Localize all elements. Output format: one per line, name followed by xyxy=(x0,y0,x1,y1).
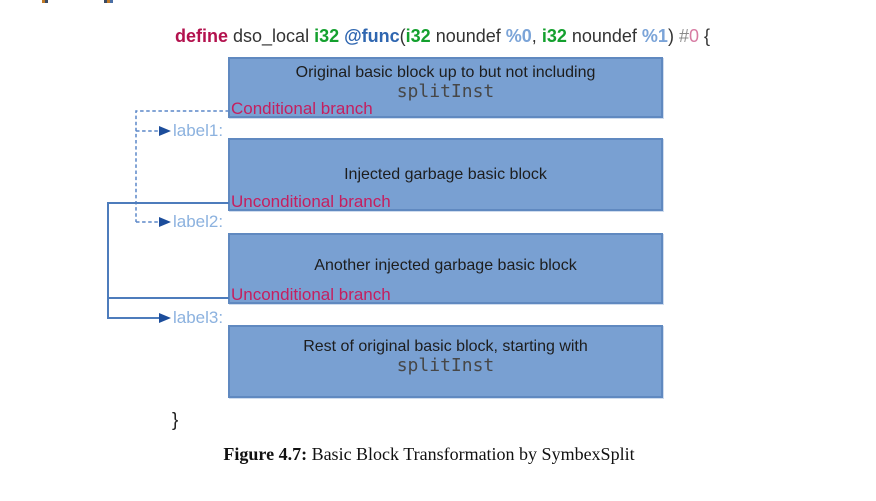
code-token: dso_local xyxy=(228,26,315,46)
code-token: { xyxy=(698,26,710,46)
code-token: 0 xyxy=(688,26,699,46)
jump-label-label3: label3: xyxy=(173,308,224,327)
caption-text: Basic Block Transformation by SymbexSpli… xyxy=(307,444,635,464)
code-token: @func xyxy=(344,26,400,46)
cropped-text-artifact xyxy=(42,0,48,3)
llvm-ir-define-line: define dso_local i32 @func(i32 noundef %… xyxy=(175,26,710,47)
code-token: %0 xyxy=(505,26,532,46)
code-token: define xyxy=(175,26,229,46)
code-token: noundef xyxy=(430,26,506,46)
block-text: Original basic block up to but not inclu… xyxy=(295,64,596,81)
block-text: Injected garbage basic block xyxy=(344,165,547,183)
closing-brace: } xyxy=(172,410,179,431)
jump-label-label1: label1: xyxy=(173,121,224,140)
block-garbage-1: Injected garbage basic block Uncondition… xyxy=(228,138,663,211)
code-token: noundef xyxy=(566,26,642,46)
code-token: # xyxy=(678,26,689,46)
jump-label-label2: label2: xyxy=(173,212,224,231)
artifact-fragment xyxy=(42,0,45,3)
artifact-fragment xyxy=(45,0,48,3)
artifact-fragment xyxy=(110,0,113,3)
code-token: ( xyxy=(399,26,406,46)
code-token: i32 xyxy=(405,26,431,46)
block-mono-text: splitInst xyxy=(396,81,495,102)
unconditional-branch-label: Unconditional branch xyxy=(231,285,391,304)
cropped-text-artifact xyxy=(104,0,113,3)
block-garbage-2: Another injected garbage basic block Unc… xyxy=(228,233,663,304)
code-token: %1 xyxy=(641,26,668,46)
code-token: i32 xyxy=(314,26,340,46)
code-token: i32 xyxy=(541,26,567,46)
conditional-branch-label: Conditional branch xyxy=(231,99,373,118)
artifact-fragment xyxy=(104,0,107,3)
artifact-fragment xyxy=(107,0,110,3)
figure-caption: Figure 4.7: Basic Block Transformation b… xyxy=(0,443,876,465)
arrowhead-label1-icon xyxy=(159,126,171,136)
code-token: ) xyxy=(667,26,679,46)
block-mono-text: splitInst xyxy=(396,354,495,376)
block-original-top: Original basic block up to but not inclu… xyxy=(228,57,663,118)
arrowhead-label2-icon xyxy=(159,217,171,227)
code-token: , xyxy=(531,26,542,46)
block-original-rest: Rest of original basic block, starting w… xyxy=(228,325,663,398)
unconditional-branch-label: Unconditional branch xyxy=(231,192,391,211)
block-text: Rest of original basic block, starting w… xyxy=(303,337,588,355)
block-text: Another injected garbage basic block xyxy=(314,256,577,274)
caption-label: Figure 4.7: xyxy=(223,444,308,464)
arrowhead-label3-icon xyxy=(159,313,171,323)
